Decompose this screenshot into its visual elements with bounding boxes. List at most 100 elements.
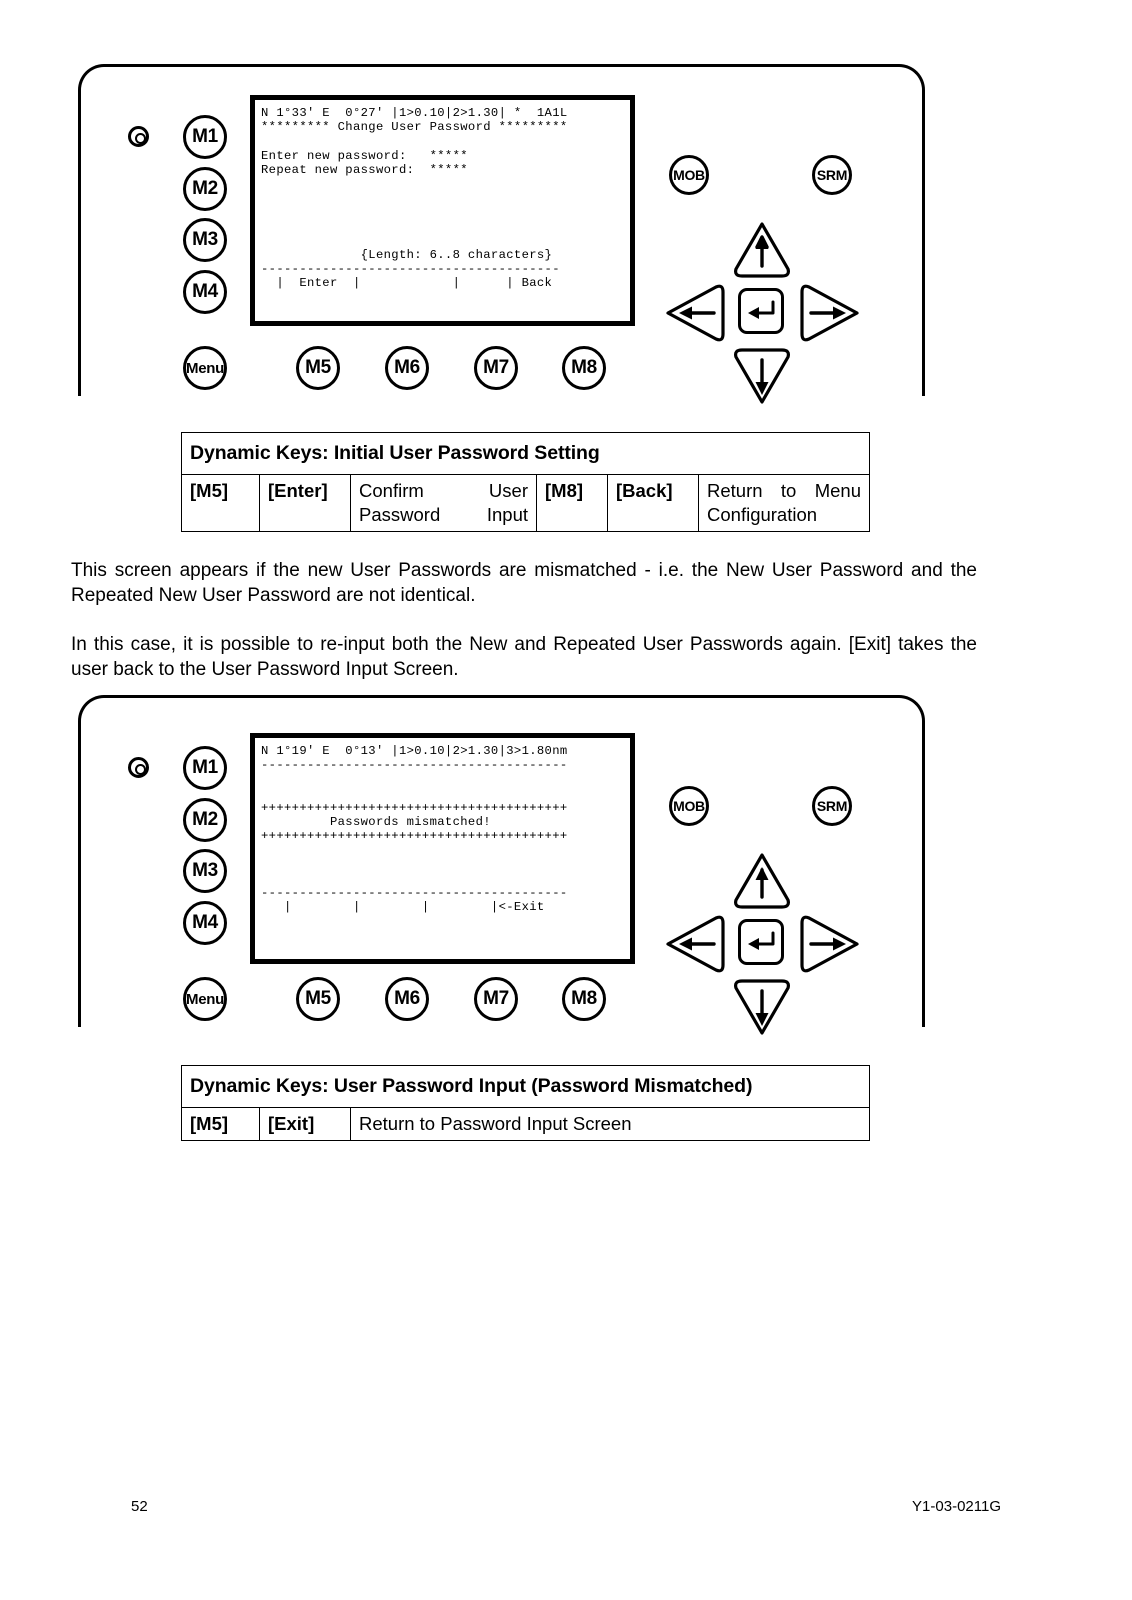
dimmer-indicator-icon[interactable] bbox=[128, 126, 149, 147]
key-m1-label-2: M1 bbox=[192, 757, 218, 778]
table-2-label-exit: [Exit] bbox=[259, 1107, 351, 1141]
key-m3-label-2: M3 bbox=[192, 860, 218, 881]
lcd-line-softkeys: | Enter | | | Back bbox=[261, 276, 553, 291]
lcd-line-blank-4 bbox=[261, 205, 624, 219]
key-menu[interactable]: Menu bbox=[183, 346, 227, 390]
lcd-line-blank-1 bbox=[261, 134, 624, 148]
key-m1-label: M1 bbox=[192, 126, 218, 147]
key-m8-2[interactable]: M8 bbox=[562, 977, 606, 1021]
lcd2-line-status: N 1°19' E 0°13' |1>0.10|2>1.30|3>1.80nm bbox=[261, 744, 568, 758]
key-m1[interactable]: M1 bbox=[183, 115, 227, 159]
key-m4-2[interactable]: M4 bbox=[183, 901, 227, 945]
key-mob[interactable]: MOB bbox=[669, 155, 709, 195]
table-1-header: Dynamic Keys: Initial User Password Sett… bbox=[180, 432, 871, 475]
enter-arrow-icon bbox=[748, 300, 775, 319]
key-m3-2[interactable]: M3 bbox=[183, 849, 227, 893]
lcd-inner-frame-2: N 1°19' E 0°13' |1>0.10|2>1.30|3>1.80nm … bbox=[254, 737, 631, 960]
table-row: [M5] [Exit] Return to Password Input Scr… bbox=[181, 1107, 871, 1141]
key-m6-2[interactable]: M6 bbox=[385, 977, 429, 1021]
key-m5-label: M5 bbox=[305, 357, 331, 378]
key-m6[interactable]: M6 bbox=[385, 346, 429, 390]
key-menu-label-2: Menu bbox=[186, 990, 224, 1008]
key-m2-label-2: M2 bbox=[192, 809, 218, 830]
lcd-line-length-hint: {Length: 6..8 characters} bbox=[261, 248, 553, 263]
key-m2[interactable]: M2 bbox=[183, 167, 227, 211]
key-m7-label-2: M7 bbox=[483, 988, 509, 1009]
lcd2-line-blank-5 bbox=[261, 872, 624, 886]
key-menu-label: Menu bbox=[186, 359, 224, 377]
footer-page-number: 52 bbox=[131, 1498, 148, 1515]
lcd-inner-frame: N 1°33' E 0°27' |1>0.10|2>1.30| * 1A1L *… bbox=[254, 99, 631, 322]
key-srm-label: SRM bbox=[816, 167, 848, 183]
lcd-line-blank-5 bbox=[261, 220, 624, 234]
paragraph-mismatch-explanation: This screen appears if the new User Pass… bbox=[71, 560, 977, 606]
key-m2-label: M2 bbox=[192, 178, 218, 199]
key-m1-2[interactable]: M1 bbox=[183, 746, 227, 790]
lcd-line-repeat-password: Repeat new password: ***** bbox=[261, 162, 468, 177]
key-srm-2[interactable]: SRM bbox=[812, 786, 852, 826]
lcd-line-status: N 1°33' E 0°27' |1>0.10|2>1.30| * 1A1L bbox=[261, 106, 568, 120]
lcd-line-blank-2 bbox=[261, 177, 624, 191]
lcd2-line-alert-bottom: ++++++++++++++++++++++++++++++++++++++++ bbox=[261, 829, 568, 844]
lcd2-line-blank-3 bbox=[261, 843, 624, 857]
key-enter-2[interactable] bbox=[738, 919, 784, 965]
lcd2-line-blank-4 bbox=[261, 858, 624, 872]
lcd2-line-softkeys: | | | |<-Exit bbox=[261, 900, 545, 915]
lcd2-line-blank-2 bbox=[261, 787, 624, 801]
enter-arrow-icon-2 bbox=[748, 931, 775, 950]
lcd-line-enter-password: Enter new password: ***** bbox=[261, 148, 468, 163]
key-enter[interactable] bbox=[738, 288, 784, 334]
table-2-key-m5: [M5] bbox=[181, 1107, 260, 1141]
table-1-label-back: [Back] bbox=[607, 474, 699, 532]
lcd2-line-blank-1 bbox=[261, 772, 624, 786]
key-m4[interactable]: M4 bbox=[183, 270, 227, 314]
key-m6-label: M6 bbox=[394, 357, 420, 378]
lcd2-line-alert-top: ++++++++++++++++++++++++++++++++++++++++ bbox=[261, 800, 568, 815]
key-m5-label-2: M5 bbox=[305, 988, 331, 1009]
key-m3-label: M3 bbox=[192, 229, 218, 250]
key-m7-2[interactable]: M7 bbox=[474, 977, 518, 1021]
lcd-display-bottom: N 1°19' E 0°13' |1>0.10|2>1.30|3>1.80nm … bbox=[250, 733, 635, 964]
table-header-row: Dynamic Keys: Initial User Password Sett… bbox=[180, 432, 871, 475]
table-1-key-m8: [M8] bbox=[536, 474, 608, 532]
dynamic-keys-table-2: Dynamic Keys: User Password Input (Passw… bbox=[180, 1065, 871, 1141]
key-m5[interactable]: M5 bbox=[296, 346, 340, 390]
key-m8-label-2: M8 bbox=[571, 988, 597, 1009]
key-m8[interactable]: M8 bbox=[562, 346, 606, 390]
dynamic-keys-table-1: Dynamic Keys: Initial User Password Sett… bbox=[180, 432, 871, 532]
key-mob-2[interactable]: MOB bbox=[669, 786, 709, 826]
key-mob-label: MOB bbox=[673, 167, 705, 183]
table-1-key-m5: [M5] bbox=[181, 474, 260, 532]
table-2-header: Dynamic Keys: User Password Input (Passw… bbox=[180, 1065, 871, 1108]
key-srm-label-2: SRM bbox=[816, 798, 848, 814]
key-menu-2[interactable]: Menu bbox=[183, 977, 227, 1021]
lcd2-line-separator-bottom: ---------------------------------------- bbox=[261, 886, 568, 901]
lcd-line-blank-3 bbox=[261, 191, 624, 205]
lcd2-line-alert-message: Passwords mismatched! bbox=[261, 815, 491, 830]
table-row: [M5] [Enter] Confirm User Password Input… bbox=[181, 474, 871, 532]
paragraph-reinput-instructions: In this case, it is possible to re-input… bbox=[71, 634, 977, 680]
key-m5-2[interactable]: M5 bbox=[296, 977, 340, 1021]
table-2-desc-exit: Return to Password Input Screen bbox=[349, 1107, 871, 1141]
key-m4-label-2: M4 bbox=[192, 912, 218, 933]
key-m2-2[interactable]: M2 bbox=[183, 798, 227, 842]
table-1-label-enter: [Enter] bbox=[259, 474, 351, 532]
key-m8-label: M8 bbox=[571, 357, 597, 378]
key-m7[interactable]: M7 bbox=[474, 346, 518, 390]
key-m7-label: M7 bbox=[483, 357, 509, 378]
table-1-desc-back: Return to Menu Configuration bbox=[697, 474, 871, 532]
table-header-row-2: Dynamic Keys: User Password Input (Passw… bbox=[180, 1065, 871, 1108]
key-srm[interactable]: SRM bbox=[812, 155, 852, 195]
lcd2-line-separator-top: ---------------------------------------- bbox=[261, 758, 568, 773]
lcd-line-title: ********* Change User Password ********* bbox=[261, 120, 568, 135]
lcd-line-separator: --------------------------------------- bbox=[261, 262, 560, 277]
key-m4-label: M4 bbox=[192, 281, 218, 302]
key-mob-label-2: MOB bbox=[673, 798, 705, 814]
key-m3[interactable]: M3 bbox=[183, 218, 227, 262]
lcd-display-top: N 1°33' E 0°27' |1>0.10|2>1.30| * 1A1L *… bbox=[250, 95, 635, 326]
table-1-desc-enter: Confirm User Password Input bbox=[350, 474, 537, 532]
lcd-line-blank-6 bbox=[261, 234, 624, 248]
footer-document-code: Y1-03-0211G bbox=[912, 1498, 1001, 1515]
key-m6-label-2: M6 bbox=[394, 988, 420, 1009]
dimmer-indicator-icon-2[interactable] bbox=[128, 757, 149, 778]
